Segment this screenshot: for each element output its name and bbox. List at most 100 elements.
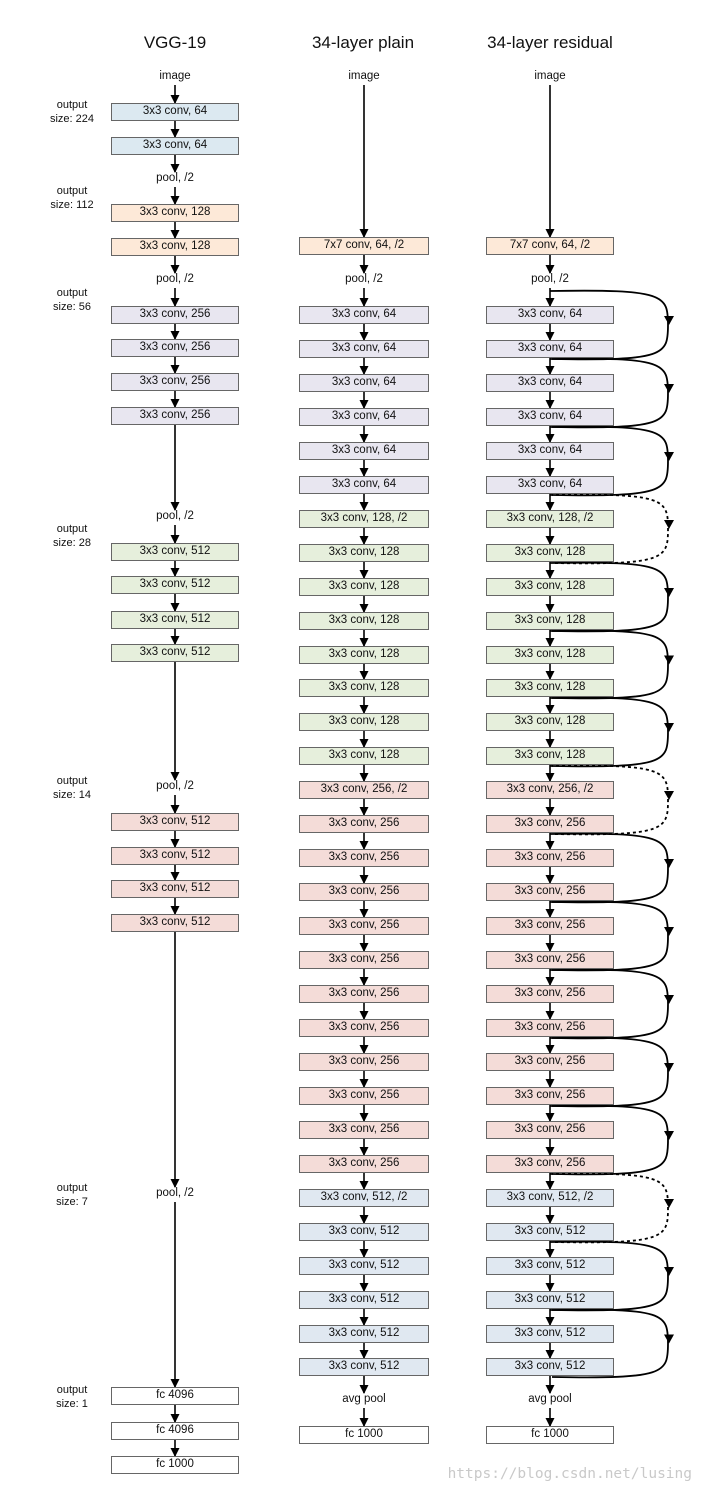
residual-layer-box: fc 1000 <box>486 1426 614 1444</box>
vgg-layer-label: pool, /2 <box>156 172 194 184</box>
plain-layer-box: 3x3 conv, 64 <box>299 442 429 460</box>
vgg-layer-box: fc 4096 <box>111 1387 239 1405</box>
plain-layer-box: 3x3 conv, 512 <box>299 1291 429 1309</box>
plain-layer-box: 3x3 conv, 64 <box>299 408 429 426</box>
plain-layer-box: 3x3 conv, 512 <box>299 1325 429 1343</box>
vgg-layer-label: image <box>159 70 191 82</box>
vgg-layer-box: fc 4096 <box>111 1422 239 1440</box>
output-size-label: output size: 56 <box>53 287 91 313</box>
shortcut-arrowhead <box>664 859 674 868</box>
residual-shortcut <box>549 1240 669 1312</box>
vgg-layer-box: 3x3 conv, 512 <box>111 644 239 662</box>
output-size-label: output size: 28 <box>53 523 91 549</box>
shortcut-arrowhead <box>664 791 674 800</box>
plain-layer-box: 3x3 conv, 256 <box>299 883 429 901</box>
vgg-layer-label: pool, /2 <box>156 1187 194 1199</box>
residual-shortcut <box>549 629 669 700</box>
vgg-layer-box: 3x3 conv, 512 <box>111 914 239 932</box>
residual-layer-box: 3x3 conv, 512 <box>486 1223 614 1241</box>
plain-layer-box: 3x3 conv, 256 <box>299 1155 429 1173</box>
shortcut-arrowhead <box>664 927 674 936</box>
residual-layer-box: 3x3 conv, 128 <box>486 747 614 765</box>
plain-layer-box: 7x7 conv, 64, /2 <box>299 237 429 255</box>
residual-layer-box: 3x3 conv, 256 <box>486 1155 614 1173</box>
residual-layer-box: 3x3 conv, 64 <box>486 306 614 324</box>
residual-shortcut <box>549 968 669 1040</box>
plain-layer-box: 3x3 conv, 128 <box>299 679 429 697</box>
residual-layer-box: 3x3 conv, 64 <box>486 442 614 460</box>
residual-shortcut <box>549 1308 669 1379</box>
residual-layer-box: 3x3 conv, 256 <box>486 1053 614 1071</box>
vgg-layer-box: 3x3 conv, 256 <box>111 306 239 324</box>
plain-layer-box: 3x3 conv, 128, /2 <box>299 510 429 528</box>
residual-layer-box: 3x3 conv, 256 <box>486 1019 614 1037</box>
residual-layer-box: 3x3 conv, 256 <box>486 1087 614 1105</box>
shortcut-arrowhead <box>664 1267 674 1276</box>
residual-shortcut <box>549 1036 669 1108</box>
vgg-layer-label: pool, /2 <box>156 510 194 522</box>
residual-layer-label: pool, /2 <box>531 273 569 285</box>
residual-layer-box: 3x3 conv, 256 <box>486 917 614 935</box>
residual-layer-box: 3x3 conv, 128 <box>486 646 614 664</box>
residual-layer-box: 3x3 conv, 128, /2 <box>486 510 614 528</box>
residual-shortcut <box>549 425 669 497</box>
residual-shortcut-dashed <box>549 493 669 565</box>
plain-layer-box: fc 1000 <box>299 1426 429 1444</box>
shortcut-arrowhead <box>664 452 674 461</box>
residual-shortcut <box>549 900 669 972</box>
plain-layer-box: 3x3 conv, 64 <box>299 306 429 324</box>
plain-layer-box: 3x3 conv, 256 <box>299 849 429 867</box>
residual-layer-box: 3x3 conv, 256, /2 <box>486 781 614 799</box>
vgg-layer-box: 3x3 conv, 512 <box>111 847 239 865</box>
shortcut-arrowhead <box>664 1199 674 1208</box>
plain-layer-box: 3x3 conv, 512, /2 <box>299 1189 429 1207</box>
residual-shortcut <box>549 832 669 904</box>
vgg-layer-box: 3x3 conv, 512 <box>111 543 239 561</box>
residual-shortcut <box>549 1104 669 1176</box>
output-size-label: output size: 112 <box>50 185 94 211</box>
vgg-layer-box: 3x3 conv, 64 <box>111 103 239 121</box>
residual-layer-box: 3x3 conv, 512, /2 <box>486 1189 614 1207</box>
residual-layer-box: 3x3 conv, 512 <box>486 1257 614 1275</box>
residual-shortcut <box>549 357 669 429</box>
vgg-layer-label: pool, /2 <box>156 780 194 792</box>
residual-layer-box: 3x3 conv, 256 <box>486 815 614 833</box>
residual-layer-box: 3x3 conv, 128 <box>486 713 614 731</box>
plain-layer-box: 3x3 conv, 128 <box>299 713 429 731</box>
plain-layer-box: 3x3 conv, 512 <box>299 1223 429 1241</box>
residual-layer-label: image <box>534 70 566 82</box>
residual-layer-box: 3x3 conv, 256 <box>486 849 614 867</box>
vgg-layer-box: 3x3 conv, 512 <box>111 880 239 898</box>
output-size-label: output size: 1 <box>56 1384 88 1410</box>
shortcut-arrowhead <box>664 1131 674 1140</box>
residual-layer-box: 3x3 conv, 512 <box>486 1358 614 1376</box>
vgg-layer-box: 3x3 conv, 128 <box>111 204 239 222</box>
residual-layer-box: 3x3 conv, 256 <box>486 1121 614 1139</box>
plain-layer-box: 3x3 conv, 128 <box>299 578 429 596</box>
vgg-layer-box: fc 1000 <box>111 1456 239 1474</box>
residual-shortcut <box>549 289 669 361</box>
residual-layer-box: 3x3 conv, 512 <box>486 1325 614 1343</box>
plain-layer-box: 3x3 conv, 64 <box>299 374 429 392</box>
shortcut-arrowhead <box>664 655 674 665</box>
plain-layer-box: 3x3 conv, 256 <box>299 815 429 833</box>
shortcut-arrowhead <box>664 723 674 732</box>
residual-layer-box: 3x3 conv, 64 <box>486 408 614 426</box>
plain-layer-box: 3x3 conv, 64 <box>299 476 429 494</box>
title-34-layer-plain: 34-layer plain <box>311 33 415 52</box>
plain-layer-box: 3x3 conv, 128 <box>299 544 429 562</box>
residual-shortcut <box>549 561 669 633</box>
plain-layer-box: 3x3 conv, 256, /2 <box>299 781 429 799</box>
vgg-layer-box: 3x3 conv, 256 <box>111 373 239 391</box>
output-size-label: output size: 7 <box>56 1182 88 1208</box>
vgg-layer-box: 3x3 conv, 256 <box>111 339 239 357</box>
title-vgg19: VGG-19 <box>143 33 207 52</box>
shortcut-arrowhead <box>664 1063 674 1072</box>
watermark: https://blog.csdn.net/lusing <box>447 1466 692 1482</box>
residual-layer-box: 3x3 conv, 64 <box>486 340 614 358</box>
plain-layer-box: 3x3 conv, 256 <box>299 1053 429 1071</box>
residual-shortcut <box>549 696 669 768</box>
residual-layer-box: 3x3 conv, 512 <box>486 1291 614 1309</box>
